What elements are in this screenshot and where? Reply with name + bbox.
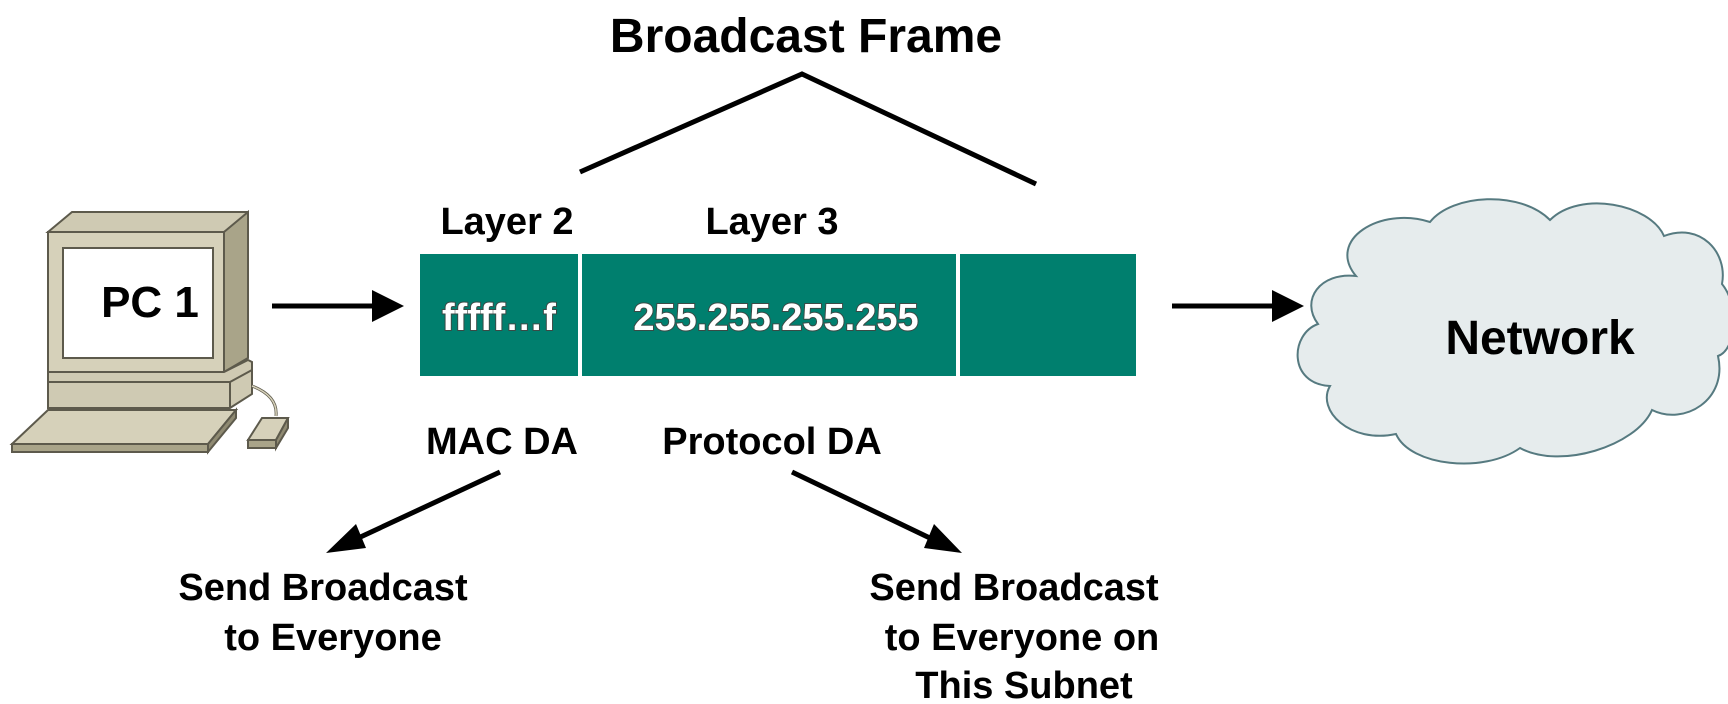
mac-value: fffff…f bbox=[442, 297, 556, 339]
network-label: Network bbox=[1445, 312, 1635, 365]
layer2-label: Layer 2 bbox=[440, 201, 573, 243]
cloud-icon bbox=[1296, 198, 1728, 465]
layer3-label: Layer 3 bbox=[705, 201, 838, 243]
protocol-note-line-1: Send Broadcast bbox=[869, 567, 1159, 609]
mac-note-line-1: Send Broadcast bbox=[178, 567, 468, 609]
ip-value: 255.255.255.255 bbox=[633, 297, 918, 339]
arrow-icon bbox=[326, 469, 502, 553]
frame-bracket bbox=[578, 71, 1038, 187]
frame-payload-field bbox=[960, 254, 1136, 376]
mac-da-caption: MAC DA bbox=[426, 421, 578, 463]
frame-mac-field bbox=[420, 254, 578, 376]
protocol-note-line-2: to Everyone on bbox=[885, 617, 1160, 659]
arrow-icon bbox=[1172, 290, 1304, 322]
pc-icon bbox=[9, 209, 290, 455]
diagram-title: Broadcast Frame bbox=[610, 10, 1002, 63]
broadcast-frame bbox=[420, 254, 1136, 376]
frame-ip-field bbox=[582, 254, 956, 376]
arrow-icon bbox=[790, 469, 962, 553]
pc-label: PC 1 bbox=[101, 278, 199, 327]
protocol-note-line-3: This Subnet bbox=[915, 665, 1133, 704]
protocol-da-caption: Protocol DA bbox=[662, 421, 882, 463]
arrow-icon bbox=[272, 290, 404, 322]
mac-note-line-2: to Everyone bbox=[224, 617, 442, 659]
